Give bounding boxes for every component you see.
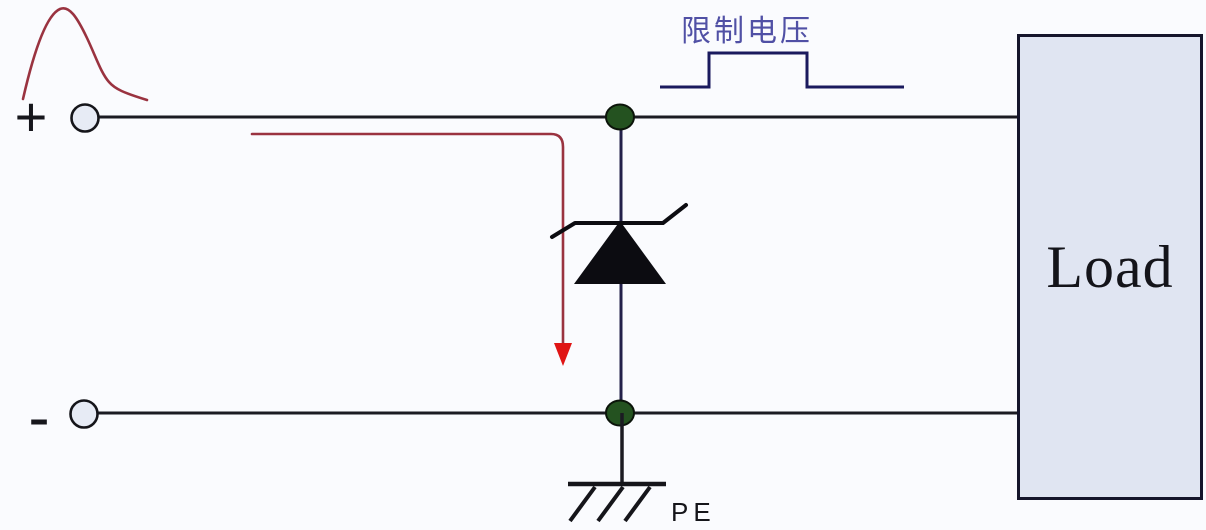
tvs-diode-cathode-bar [550, 203, 688, 239]
pe-ground-label: PE [671, 497, 716, 527]
clamped-voltage-waveform-icon [660, 51, 904, 89]
negative-terminal-circle [69, 399, 99, 429]
positive-terminal-circle [70, 103, 100, 133]
ground-symbol-icon [568, 481, 666, 523]
top-junction-dot [605, 103, 635, 131]
negative-terminal-label: - [28, 381, 50, 453]
tvs-diode-triangle [574, 221, 666, 284]
surge-current-arrowhead-icon [554, 343, 572, 366]
clamped-voltage-label: 限制电压 [681, 15, 813, 48]
positive-terminal-label: + [14, 85, 48, 148]
surge-pulse-icon [21, 6, 149, 102]
surge-current-path [250, 132, 565, 346]
bottom-junction-dot [605, 399, 635, 427]
load-box: Load [1017, 34, 1203, 500]
load-label: Load [1046, 233, 1174, 300]
